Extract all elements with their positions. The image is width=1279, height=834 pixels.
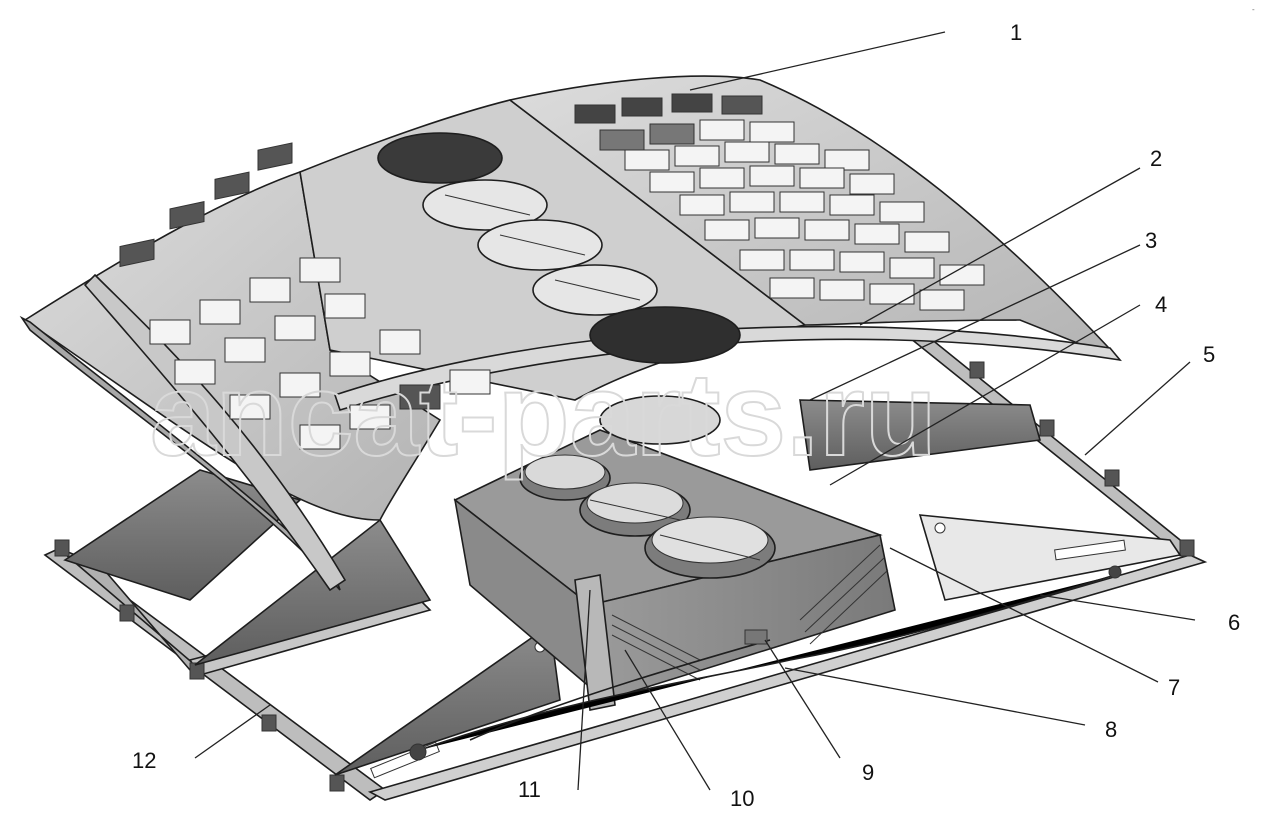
callout-11: 11	[518, 777, 541, 802]
corner-mark: -	[1252, 5, 1255, 14]
top-cover	[19, 75, 1122, 592]
callout-7: 7	[1168, 675, 1180, 700]
callout-8: 8	[1105, 717, 1117, 742]
callout-3: 3	[1145, 228, 1157, 253]
leader-lines	[194, 31, 1196, 791]
callout-5: 5	[1203, 342, 1215, 367]
blower-fans	[519, 454, 776, 579]
callout-12: 12	[132, 748, 156, 773]
evaporator-coil	[611, 544, 889, 681]
callout-9: 9	[862, 760, 874, 785]
watermark: ancat-parts.ru	[150, 349, 937, 481]
callout-2: 2	[1150, 146, 1162, 171]
right-grille	[574, 93, 985, 311]
center-vents	[377, 132, 741, 445]
base-frame	[43, 328, 1208, 801]
callout-4: 4	[1155, 292, 1167, 317]
evaporator-box	[409, 429, 1122, 761]
left-grille	[119, 142, 491, 450]
callout-10: 10	[730, 786, 754, 811]
callout-6: 6	[1228, 610, 1240, 635]
callout-1: 1	[1010, 20, 1022, 45]
callout-labels: 1 2 3 4 5 6 7 8 9 10 11 12	[132, 20, 1240, 811]
support-brackets	[63, 399, 1182, 779]
